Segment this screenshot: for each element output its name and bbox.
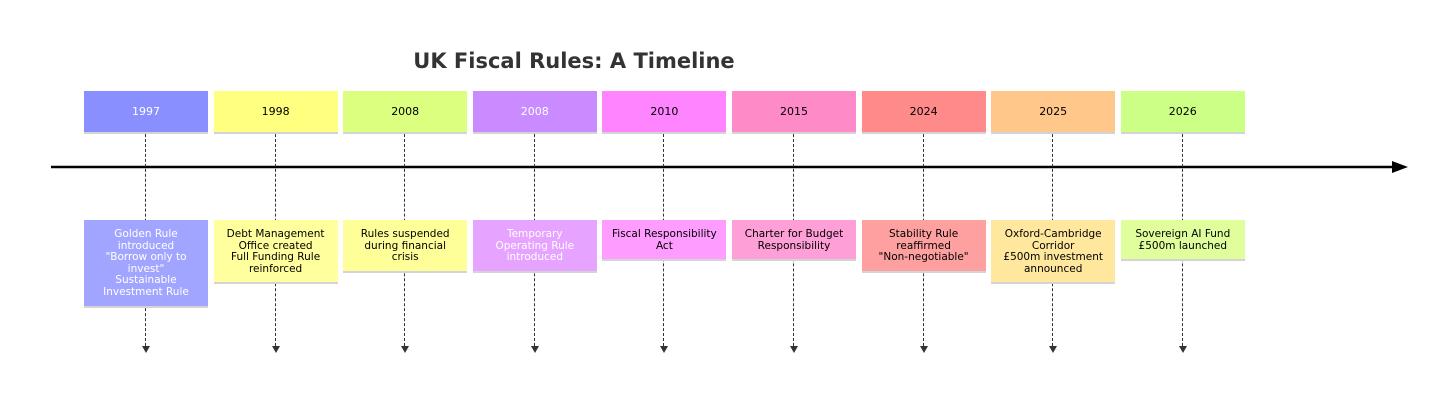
year-box: 2010 <box>602 91 727 134</box>
connector-arrowhead <box>919 346 928 353</box>
diagram-title: UK Fiscal Rules: A Timeline <box>413 49 735 73</box>
event-box: Sovereign AI Fund £500m launched <box>1120 220 1245 262</box>
year-box: 2015 <box>732 91 856 134</box>
year-box: 2024 <box>861 91 986 134</box>
year-box: 2026 <box>1120 91 1245 134</box>
connector-arrowhead <box>142 346 150 353</box>
connector-arrowhead <box>530 346 539 353</box>
event-box: Debt Management Office created Full Fund… <box>213 220 338 285</box>
year-box: 1998 <box>213 91 338 134</box>
event-box: Oxford-Cambridge Corridor £500m investme… <box>991 220 1116 285</box>
connector-arrowhead <box>1049 346 1058 353</box>
connector-arrowhead <box>790 346 798 353</box>
event-box: Stability Rule reaffirmed "Non-negotiabl… <box>861 220 986 273</box>
connector-arrowhead <box>1178 346 1187 353</box>
connector-arrowhead <box>271 346 280 353</box>
year-box: 2025 <box>991 91 1116 134</box>
event-box: Golden Rule introduced "Borrow only to i… <box>84 220 208 308</box>
year-box: 2008 <box>343 91 468 134</box>
connector-arrowhead <box>660 346 669 353</box>
event-box: Charter for Budget Responsibility <box>732 220 856 262</box>
axis-arrowhead <box>1392 161 1408 173</box>
connector-arrowhead <box>401 346 410 353</box>
event-box: Temporary Operating Rule introduced <box>472 220 597 273</box>
year-box: 1997 <box>84 91 208 134</box>
event-box: Rules suspended during financial crisis <box>343 220 468 273</box>
event-box: Fiscal Responsibility Act <box>602 220 727 262</box>
year-box: 2008 <box>472 91 597 134</box>
